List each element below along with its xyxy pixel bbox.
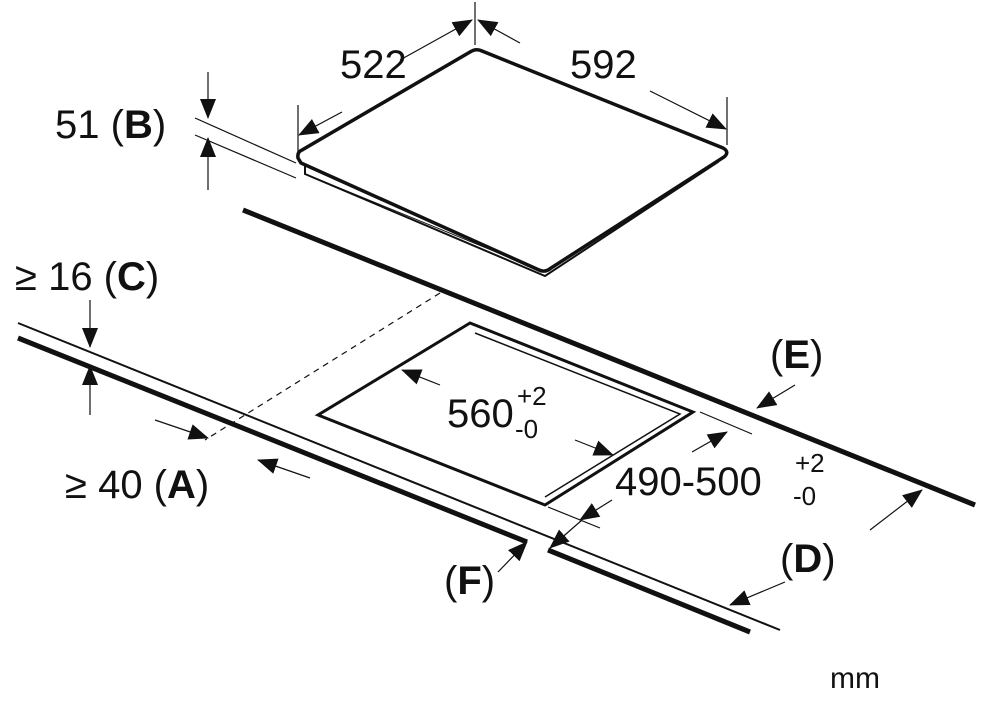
label-490-500-tol-minus: -0 xyxy=(793,481,816,511)
cutout-dimensions xyxy=(82,300,923,606)
unit-label: mm xyxy=(830,662,880,695)
label-522: 522 xyxy=(340,43,407,87)
countertop xyxy=(17,207,976,635)
label-560-tol-plus: +2 xyxy=(517,381,547,411)
label-592: 592 xyxy=(570,43,637,87)
label-560-tol-minus: -0 xyxy=(515,414,538,444)
label-51-b: 51 (B) xyxy=(55,103,166,147)
label-min-16-c: ≥ 16 (C) xyxy=(15,255,159,299)
label-490-500-tol-plus: +2 xyxy=(795,448,825,478)
label-490-500: 490-500 xyxy=(615,460,762,504)
label-min-40-a: ≥ 40 (A) xyxy=(65,463,209,507)
label-d: (D) xyxy=(780,537,836,581)
hob xyxy=(296,47,729,278)
hob-dimensions xyxy=(194,2,728,190)
label-e: (E) xyxy=(770,333,823,377)
cutout xyxy=(314,321,697,507)
label-f: (F) xyxy=(444,559,495,603)
label-560: 560 xyxy=(447,392,514,436)
